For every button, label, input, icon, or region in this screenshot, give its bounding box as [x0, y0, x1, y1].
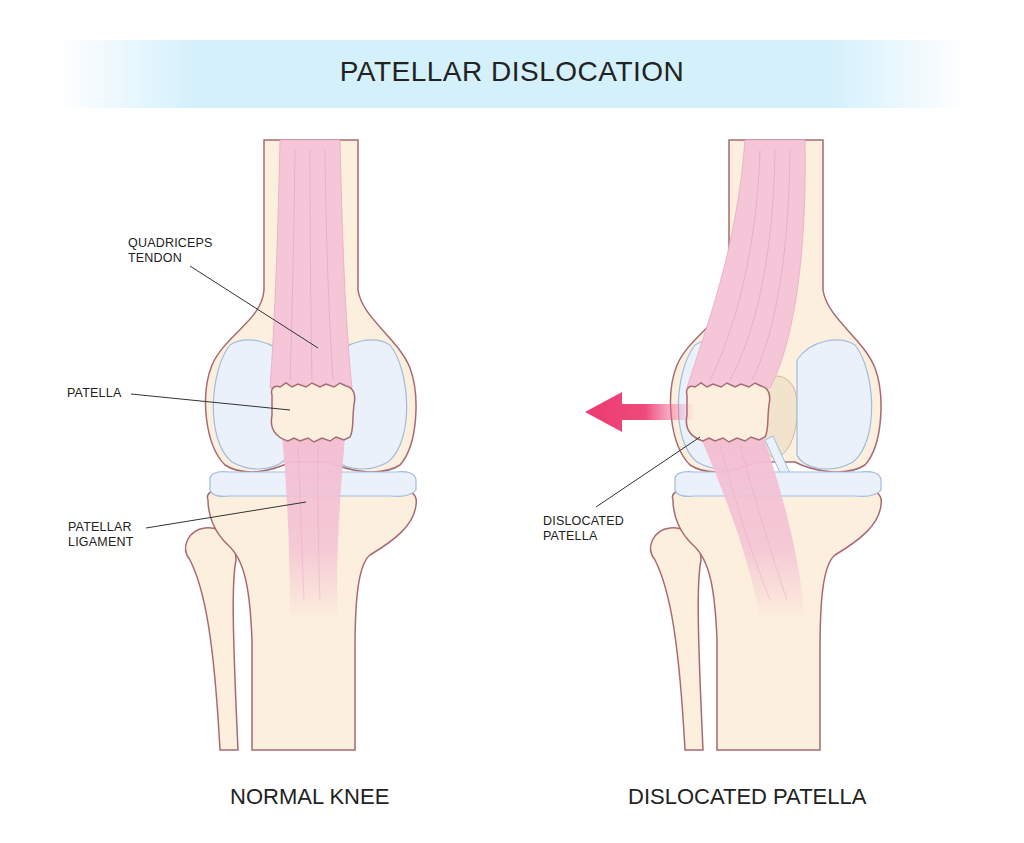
direction-arrow	[585, 392, 695, 432]
normal-knee	[186, 140, 417, 750]
part-label: DISLOCATED PATELLA	[543, 514, 647, 544]
tendon-fibres	[290, 150, 333, 380]
leader-line	[596, 437, 700, 507]
fibula	[651, 528, 703, 750]
panel-caption: DISLOCATED PATELLA	[628, 784, 866, 810]
leader-line	[131, 394, 290, 410]
quadriceps-tendon	[270, 140, 352, 388]
patella	[686, 383, 769, 442]
ligament-fibres	[298, 445, 320, 600]
patellar-ligament	[282, 436, 345, 620]
patella	[271, 383, 354, 442]
tendon-fibres	[710, 150, 790, 380]
leader-line	[146, 502, 306, 528]
fibula	[186, 528, 238, 750]
femur	[206, 140, 416, 472]
leader-line	[190, 266, 318, 348]
panel-caption: NORMAL KNEE	[230, 784, 389, 810]
patellar-ligament	[700, 436, 805, 620]
title-band	[60, 40, 965, 108]
femur	[671, 140, 881, 472]
part-label: QUADRICEPS TENDON	[128, 236, 232, 266]
part-label: PATELLA	[67, 386, 137, 401]
ligament-fibres	[720, 445, 787, 600]
diagram-title: PATELLAR DISLOCATION	[62, 56, 962, 88]
part-label: PATELLAR LIGAMENT	[68, 520, 172, 550]
dislocated-knee	[651, 140, 882, 750]
cartilage	[797, 340, 872, 469]
leader-lines	[131, 266, 700, 528]
quadriceps-tendon	[687, 140, 805, 388]
